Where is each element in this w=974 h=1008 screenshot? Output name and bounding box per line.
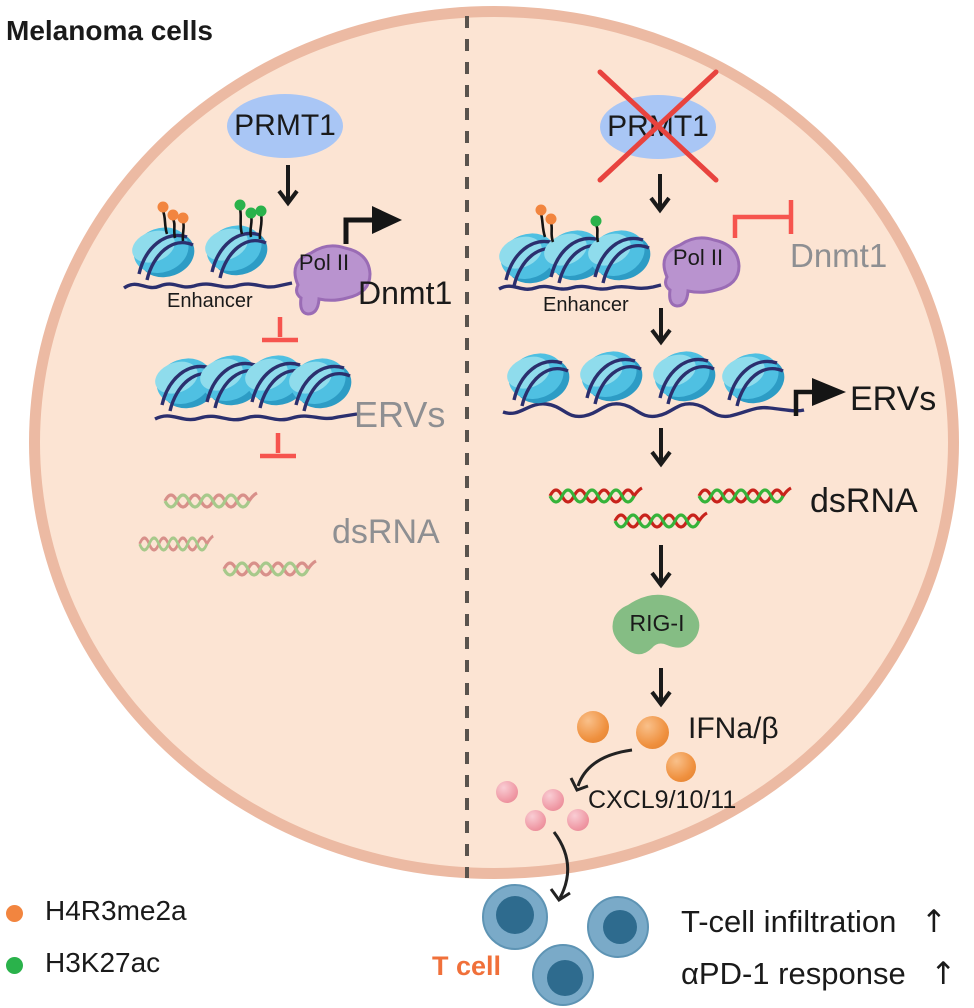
cxcl-molecule xyxy=(496,781,518,803)
t-cell-label: T cell xyxy=(432,951,502,981)
enhancer-label-left: Enhancer xyxy=(167,290,253,312)
inhibition-icon-pol2-dnmt1 xyxy=(732,200,794,238)
curved-arrow-icon-secretion xyxy=(549,831,571,903)
ifn-molecule xyxy=(636,716,669,749)
erv-nucleosomes-right xyxy=(500,342,805,419)
dsrna-molecule-right-1 xyxy=(550,488,642,502)
up-arrow-icon: ↑ xyxy=(920,904,947,940)
ifn-molecule xyxy=(666,752,696,782)
cxcl-molecule xyxy=(542,789,564,811)
legend-label-h3k27ac: H3K27ac xyxy=(45,947,161,978)
dsrna-molecule-right-3 xyxy=(615,513,707,527)
pol2-label-left: Pol II xyxy=(298,250,350,275)
ifn-label: IFNa/β xyxy=(688,712,779,745)
dsrna-molecule-right-2 xyxy=(699,488,791,502)
rigi-protein xyxy=(612,594,700,655)
t-cell-nucleus xyxy=(547,960,583,996)
h3k27ac-marks-left xyxy=(234,199,267,219)
cxcl-label: CXCL9/10/11 xyxy=(588,786,737,814)
pol2-protein-left xyxy=(293,244,372,316)
curved-arrow-icon-ifn-cxcl xyxy=(569,748,633,792)
infiltration-label: T-cell infiltration xyxy=(681,904,897,939)
pol2-label-right: Pol II xyxy=(672,245,724,270)
up-arrow-icon: ↑ xyxy=(930,956,957,992)
enhancer-label-right: Enhancer xyxy=(543,294,629,316)
h4r3me2a-marks-left xyxy=(157,201,189,224)
transcription-arrow-icon-left xyxy=(343,206,402,244)
melanoma-cell-outline xyxy=(29,6,959,879)
dsrna-label-left: dsRNA xyxy=(332,513,440,551)
inhibition-icon-dnmt1-ervs xyxy=(262,317,298,343)
t-cell-2 xyxy=(587,896,649,958)
dsrna-molecule-left-1 xyxy=(165,493,257,507)
ervs-label-left: ERVs xyxy=(354,394,446,435)
cell-divider-dashed-line xyxy=(465,16,469,878)
transcription-arrow-icon-right xyxy=(793,378,846,416)
legend-dot-h4r3me2a xyxy=(6,905,23,922)
prmt1-knockout-cross-icon xyxy=(597,69,719,183)
infiltration-row: T-cell infiltration ↑ xyxy=(681,904,947,940)
prmt1-left: PRMT1 xyxy=(227,94,343,158)
t-cell-1 xyxy=(482,884,548,950)
dsrna-molecule-left-2 xyxy=(139,536,214,550)
dsrna-label-right: dsRNA xyxy=(810,482,918,520)
down-arrow-icon xyxy=(650,428,672,468)
figure-title: Melanoma cells xyxy=(6,15,213,46)
t-cell-nucleus xyxy=(603,910,637,944)
cxcl-molecule xyxy=(567,809,589,831)
down-arrow-icon xyxy=(650,308,672,346)
down-arrow-icon xyxy=(650,545,672,589)
legend-label-h4r3me2a: H4R3me2a xyxy=(45,895,187,926)
dsrna-molecule-left-3 xyxy=(224,561,316,575)
t-cell-nucleus xyxy=(496,896,534,934)
h4r3me2a-marks-right xyxy=(535,204,557,225)
pol2-protein-right xyxy=(662,236,741,308)
dnmt1-label-right: Dnmt1 xyxy=(790,237,888,274)
enhancer-nucleosomes-right xyxy=(492,204,662,293)
inhibition-icon-ervs-dsrna xyxy=(260,433,296,459)
legend-dot-h3k27ac xyxy=(6,957,23,974)
ifn-molecule xyxy=(577,711,609,743)
ervs-label-right: ERVs xyxy=(850,380,937,418)
down-arrow-icon xyxy=(277,165,299,207)
down-arrow-icon xyxy=(650,668,672,708)
down-arrow-icon xyxy=(649,174,671,214)
cxcl-molecule xyxy=(525,810,546,831)
t-cell-3 xyxy=(532,944,594,1006)
rigi-label: RIG-I xyxy=(629,610,685,636)
enhancer-nucleosomes-left xyxy=(123,199,293,290)
pd1-response-label: αPD-1 response xyxy=(681,956,906,991)
pd1-response-row: αPD-1 response ↑ xyxy=(681,956,957,992)
h3k27ac-marks-right xyxy=(590,215,602,227)
dnmt1-label-left: Dnmt1 xyxy=(358,275,453,311)
erv-nucleosomes-left xyxy=(148,346,360,422)
